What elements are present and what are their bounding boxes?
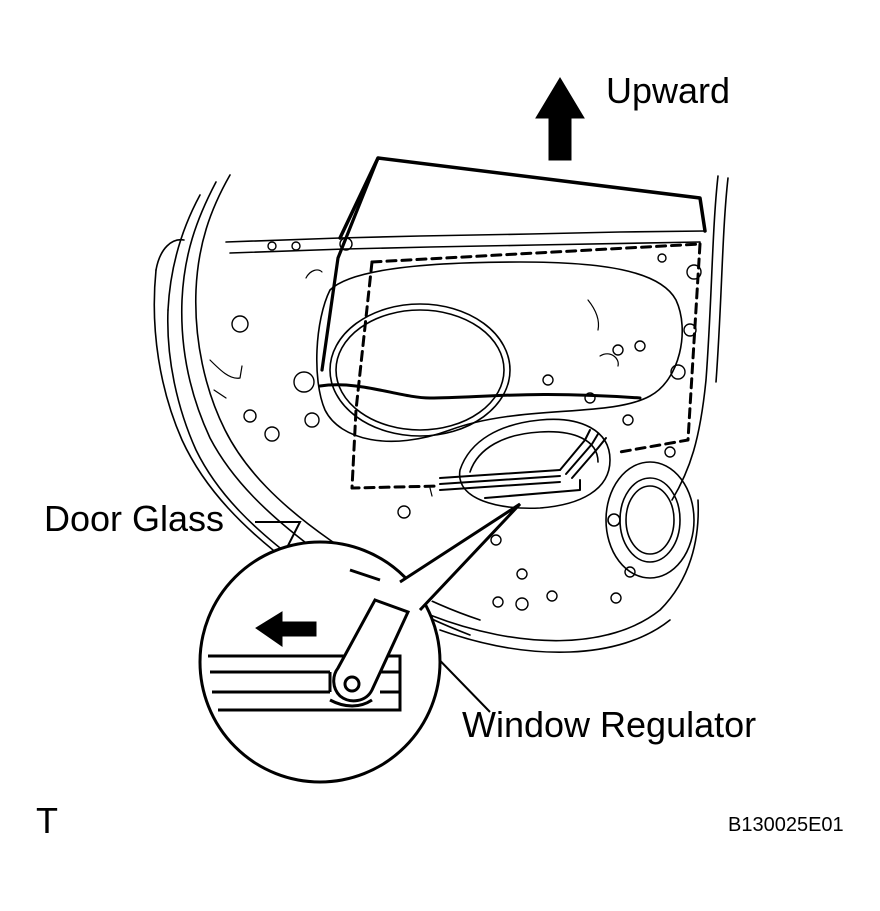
upward-arrow [535, 77, 585, 161]
regulator-rail [439, 429, 607, 499]
window-regulator-label: Window Regulator [462, 704, 757, 745]
detail-glass-rail [208, 654, 402, 712]
door-glass-outline [320, 156, 707, 372]
figure-code: B130025E01 [728, 814, 844, 836]
slide-left-arrow [255, 611, 317, 647]
mounting-holes [231, 237, 702, 611]
speaker [605, 461, 695, 579]
upward-label: Upward [606, 70, 731, 111]
panel-details [209, 269, 619, 497]
inner-panel [315, 261, 683, 510]
detail-regulator-arm [329, 568, 411, 708]
detail-magnifier [198, 502, 522, 789]
corner-mark: T [36, 800, 58, 841]
door-glass-label: Door Glass [44, 498, 225, 539]
glass-lower-edge-dashed [350, 242, 702, 490]
detail-pointer [399, 502, 522, 612]
